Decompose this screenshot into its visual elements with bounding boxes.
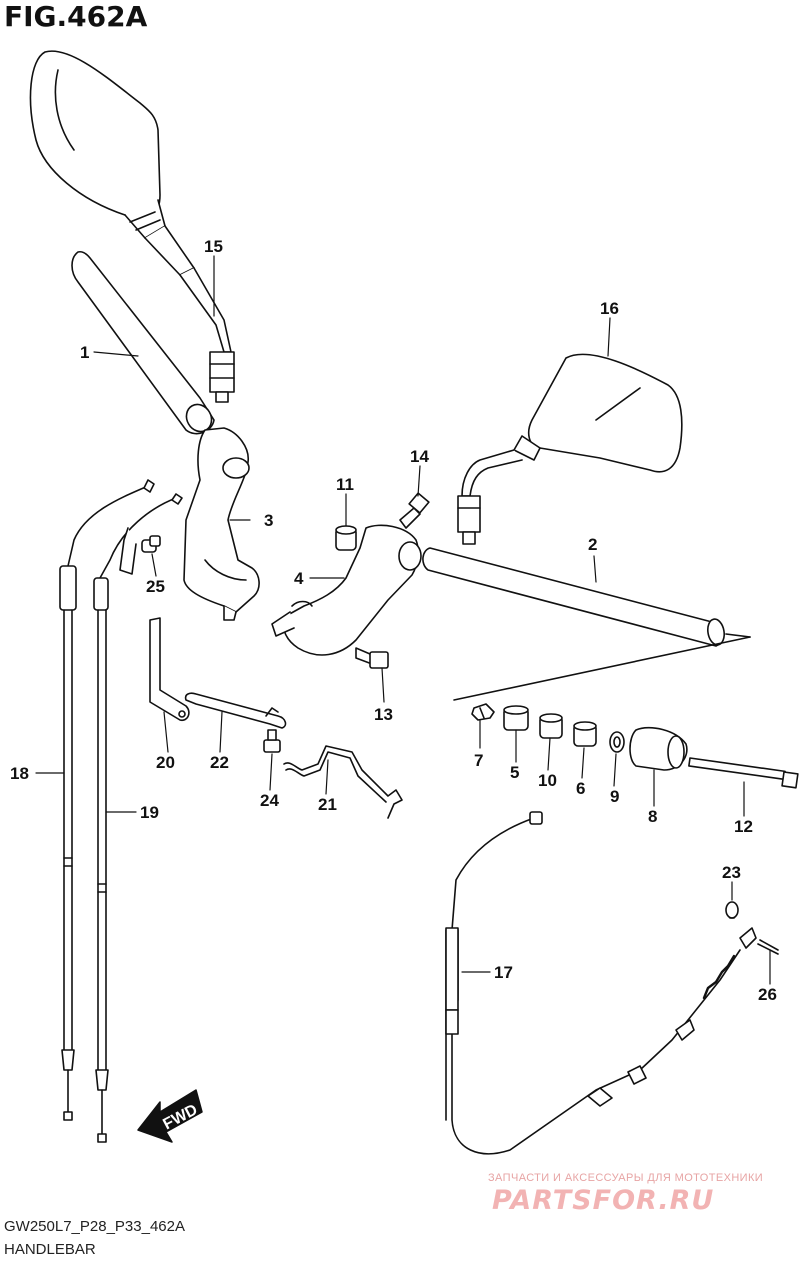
callout-2: 2 [588, 535, 597, 554]
part-22-clamp [184, 692, 287, 729]
figure-name: HANDLEBAR [4, 1241, 96, 1258]
part-7-nut [471, 703, 495, 721]
figure-title: FIG.462A [4, 0, 148, 33]
part-8-bar-end-weight [629, 726, 688, 771]
callout-18: 18 [10, 764, 29, 783]
callout-16: 16 [600, 299, 619, 318]
part-18-throttle-cable [59, 479, 155, 1121]
part-19-throttle-cable [93, 493, 183, 1143]
callout-11: 11 [336, 475, 354, 494]
callout-15: 15 [204, 237, 223, 256]
part-13-bolt [355, 647, 389, 669]
callout-labels: 1 2 3 4 5 6 7 8 9 10 11 12 13 14 15 16 1… [10, 237, 777, 1004]
figure-code: GW250L7_P28_P33_462A [4, 1218, 185, 1235]
right-mirror [457, 353, 683, 545]
right-bracket [271, 524, 422, 656]
left-grip [71, 250, 215, 435]
callout-7: 7 [474, 751, 483, 770]
part-12-long-screw [688, 757, 799, 789]
callout-1: 1 [80, 343, 89, 362]
leader-lines [35, 255, 771, 985]
fwd-arrow-icon: FWD [137, 1089, 203, 1143]
callout-4: 4 [294, 569, 304, 588]
part-17-clutch-cable [445, 811, 741, 1155]
part-10-collar [539, 713, 563, 739]
left-bracket [183, 427, 260, 621]
part-6-collar [573, 721, 597, 747]
callout-21: 21 [318, 795, 337, 814]
callout-22: 22 [210, 753, 229, 772]
handlebar-tube [422, 547, 751, 701]
callout-9: 9 [610, 787, 619, 806]
part-21-wire-clip [283, 745, 403, 819]
callout-3: 3 [264, 511, 273, 530]
callout-5: 5 [510, 763, 519, 782]
left-mirror [29, 50, 235, 403]
part-20-bracket [149, 617, 190, 722]
callout-26: 26 [758, 985, 777, 1004]
part-11-collar [335, 525, 357, 551]
callout-14: 14 [410, 447, 429, 466]
watermark-tagline: ЗАПЧАСТИ И АКСЕССУАРЫ ДЛЯ МОТОТЕХНИКИ [488, 1172, 764, 1184]
callout-12: 12 [734, 817, 753, 836]
callout-19: 19 [140, 803, 159, 822]
part-24-screw [263, 729, 281, 753]
callout-20: 20 [156, 753, 175, 772]
part-25-screw [141, 535, 161, 553]
callout-25: 25 [146, 577, 165, 596]
part-26-pin [739, 927, 779, 955]
callout-6: 6 [576, 779, 585, 798]
part-23-cable-end [725, 901, 739, 919]
part-9-washer [609, 731, 625, 753]
callout-24: 24 [260, 791, 279, 810]
callout-23: 23 [722, 863, 741, 882]
part-14-bolt [399, 492, 430, 529]
part-5-collar [503, 705, 529, 731]
callout-13: 13 [374, 705, 393, 724]
callout-17: 17 [494, 963, 513, 982]
callout-10: 10 [538, 771, 557, 790]
watermark-brand: PARTSFOR.RU [492, 1185, 715, 1216]
callout-8: 8 [648, 807, 657, 826]
